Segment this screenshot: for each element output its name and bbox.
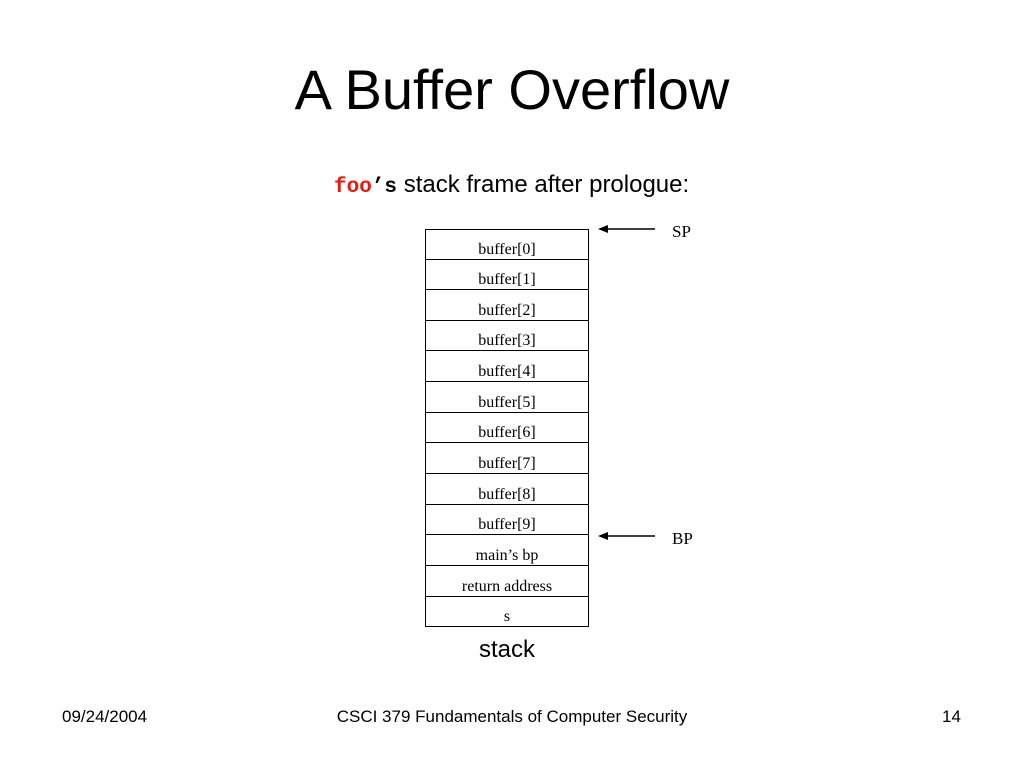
stack-cell: buffer[3] — [426, 321, 588, 351]
stack-cell: buffer[0] — [426, 230, 588, 260]
stack-cell: return address — [426, 567, 588, 597]
stack-frame-diagram: buffer[0] buffer[1] buffer[2] buffer[3] … — [425, 229, 589, 627]
stack-cell: buffer[7] — [426, 444, 588, 474]
footer-page-number: 14 — [942, 707, 961, 726]
footer-course: CSCI 379 Fundamentals of Computer Securi… — [336, 707, 688, 726]
stack-cell: buffer[9] — [426, 505, 588, 535]
footer-date: 09/24/2004 — [62, 707, 148, 726]
slide-subtitle: foo’s stack frame after prologue: — [334, 171, 689, 202]
left-arrow-icon — [598, 532, 655, 540]
function-possessive: ’s — [371, 176, 398, 199]
stack-cell: buffer[8] — [426, 475, 588, 505]
bp-arrow — [598, 528, 656, 544]
stack-cell: buffer[5] — [426, 383, 588, 413]
sp-label: SP — [672, 222, 691, 241]
stack-cell: main’s bp — [426, 536, 588, 566]
stack-cell: buffer[6] — [426, 413, 588, 443]
stack-cell: buffer[4] — [426, 352, 588, 382]
subtitle-text: stack frame after prologue: — [397, 171, 690, 198]
stack-cell: buffer[2] — [426, 291, 588, 321]
function-name: foo — [334, 176, 372, 199]
stack-label: stack — [478, 636, 535, 663]
stack-cell: buffer[1] — [426, 260, 588, 290]
slide-title: A Buffer Overflow — [294, 58, 730, 121]
left-arrow-icon — [598, 225, 655, 233]
sp-arrow — [598, 221, 656, 237]
stack-cell: s — [503, 608, 511, 625]
bp-label: BP — [672, 529, 693, 548]
